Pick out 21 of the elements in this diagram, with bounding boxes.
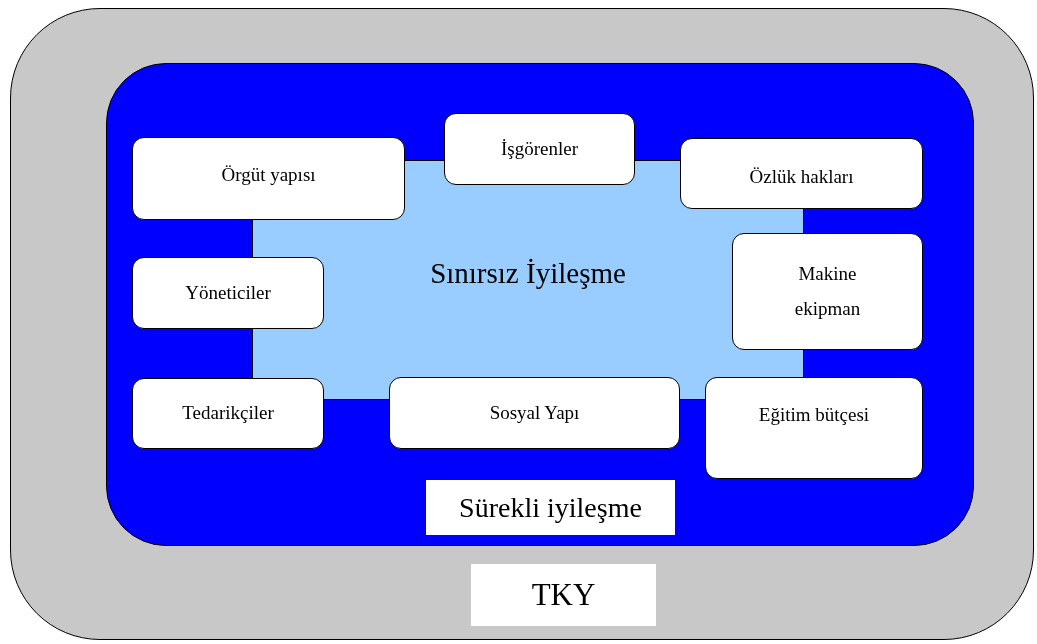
inner-region [106, 63, 974, 546]
box-label: Özlük hakları [748, 164, 855, 189]
box-label: İşgörenler [500, 136, 579, 161]
rounded-box [132, 257, 324, 329]
rounded-box [444, 113, 635, 185]
rounded-box [132, 137, 405, 220]
box-label: Makine ekipman [793, 262, 862, 321]
box-label: Eğitim bütçesi [757, 403, 871, 427]
rounded-box [132, 378, 324, 449]
rounded-box [680, 138, 923, 209]
rounded-box [705, 377, 923, 479]
box-label: Sosyal Yapı [488, 400, 581, 425]
region-label: Sürekli iyileşme [426, 480, 675, 535]
center-label: Sınırsız İyileşme [429, 256, 627, 291]
outer-region [10, 8, 1034, 640]
box-label: Tedarikçiler [181, 401, 275, 426]
box-label: Yöneticiler [184, 280, 272, 305]
box-label: Örgüt yapısı [220, 163, 317, 187]
rounded-box [389, 377, 680, 449]
rounded-box [732, 233, 923, 350]
region-label: TKY [471, 564, 656, 626]
